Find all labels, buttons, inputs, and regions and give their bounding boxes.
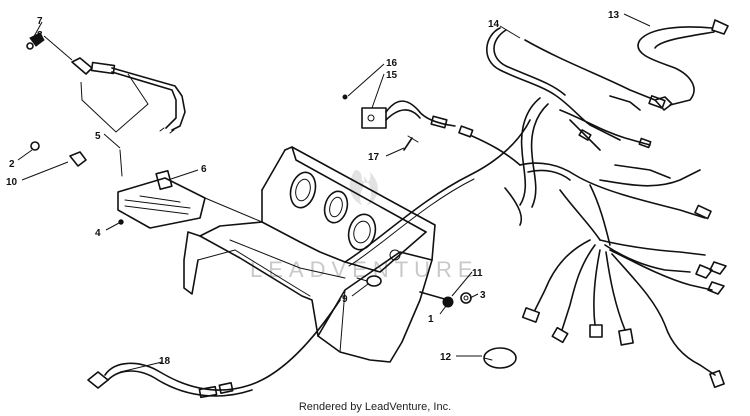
callout-17: 17 xyxy=(368,152,380,163)
callout-6: 6 xyxy=(201,164,207,175)
connector-block xyxy=(342,94,521,166)
callout-16: 16 xyxy=(386,58,398,69)
callout-8: 8 xyxy=(37,30,43,41)
bracket-plate xyxy=(117,169,263,229)
callout-5: 5 xyxy=(95,131,101,142)
watermark-text: LEADVENTURE xyxy=(250,257,479,282)
callout-1: 1 xyxy=(428,314,434,325)
key-switch-harness xyxy=(26,32,186,134)
callout-2: 2 xyxy=(9,159,15,170)
dash-console xyxy=(183,119,531,363)
callout-labels: 7 8 2 10 5 4 6 16 15 17 9 11 3 1 12 18 1… xyxy=(6,10,620,367)
footer-credit: Rendered by LeadVenture, Inc. xyxy=(298,401,452,413)
auxiliary-harness xyxy=(637,19,729,109)
callout-12: 12 xyxy=(440,352,452,363)
hardware-small xyxy=(30,141,124,225)
callout-7: 7 xyxy=(37,16,43,27)
callout-10: 10 xyxy=(6,177,18,188)
callout-4: 4 xyxy=(95,228,101,239)
nut-bolt xyxy=(419,291,472,308)
main-harness xyxy=(486,27,727,389)
callout-11: 11 xyxy=(472,268,483,279)
callout-18: 18 xyxy=(159,356,171,367)
lower-harness xyxy=(87,299,341,399)
cable-clamp xyxy=(483,347,517,369)
callout-9: 9 xyxy=(342,294,348,305)
callout-3: 3 xyxy=(480,290,486,301)
callout-13: 13 xyxy=(608,10,620,21)
callout-14: 14 xyxy=(488,19,500,30)
leader-lines xyxy=(17,13,651,373)
callout-15: 15 xyxy=(386,70,398,81)
